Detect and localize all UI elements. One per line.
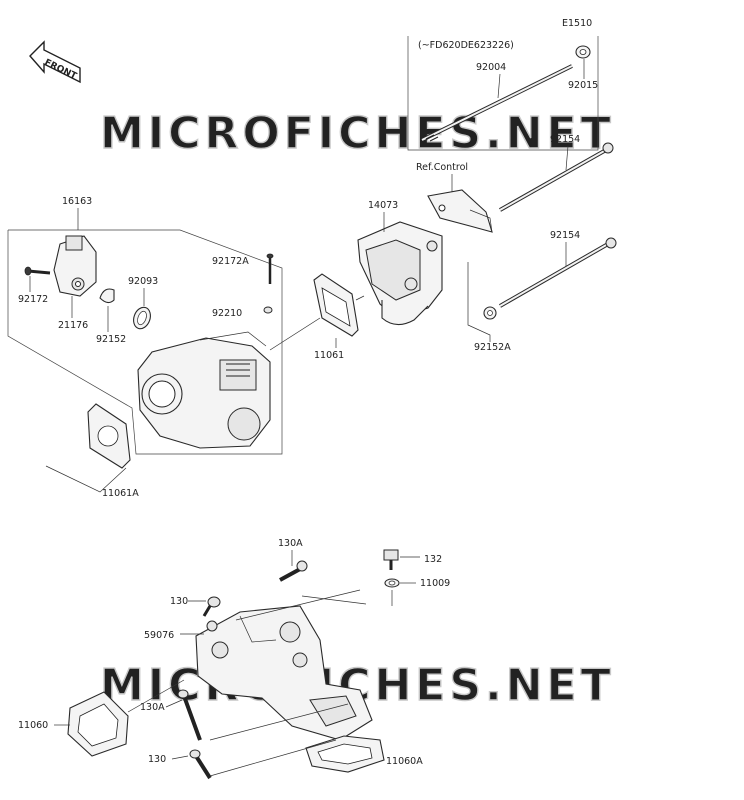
gasket-11061a: [87, 403, 131, 469]
label-132: 132: [424, 554, 442, 565]
clip-92152: [99, 288, 115, 304]
nut-92015: [575, 45, 591, 59]
ref-control-label: Ref.Control: [416, 162, 468, 173]
gasket-11061: [313, 273, 359, 337]
label-92093: 92093: [128, 276, 158, 287]
label-92172a: 92172A: [212, 256, 249, 267]
throttle-body: [137, 331, 271, 449]
serial-note: (~FD620DE623226): [418, 40, 514, 51]
stud-92004: [421, 64, 573, 142]
control-bracket: [427, 189, 493, 233]
label-92154-upper: 92154: [550, 134, 580, 145]
label-130a-bottom: 130A: [140, 702, 165, 713]
label-92210: 92210: [212, 308, 242, 319]
bolt-132: [383, 549, 399, 570]
label-92154-lower: 92154: [550, 230, 580, 241]
bolt-92154-lower: [499, 237, 617, 308]
washer-92210: [263, 306, 273, 314]
label-92152a: 92152A: [474, 342, 511, 353]
label-92015: 92015: [568, 80, 598, 91]
label-11060: 11060: [18, 720, 48, 731]
manifold-59076: [195, 605, 373, 741]
label-11009: 11009: [420, 578, 450, 589]
gasket-11060: [67, 691, 129, 757]
bolt-130-bottom: [189, 749, 212, 780]
oring-92093: [133, 306, 151, 330]
serial-bracket: [407, 36, 599, 151]
label-14073: 14073: [368, 200, 398, 211]
throttle-group-frame: [7, 229, 283, 455]
bolt-130-top: [202, 596, 221, 617]
label-21176: 21176: [58, 320, 88, 331]
bolt-130a-bottom: [177, 689, 202, 741]
gasket-11060a: [305, 735, 385, 773]
bolt-92154-upper: [499, 142, 614, 212]
sensor-21176: [53, 235, 97, 297]
label-92152: 92152: [96, 334, 126, 345]
label-92004: 92004: [476, 62, 506, 73]
label-130a-top: 130A: [278, 538, 303, 549]
washer-11009: [384, 578, 400, 588]
label-92172: 92172: [18, 294, 48, 305]
screw-92172a: [266, 253, 274, 284]
front-arrow-icon: FRONT: [29, 40, 81, 84]
watermark-top: MICROFICHES.NET: [100, 108, 615, 159]
label-11060a: 11060A: [386, 756, 423, 767]
intake-body-14073: [357, 221, 443, 326]
label-16163: 16163: [62, 196, 92, 207]
label-130-bottom: 130: [148, 754, 166, 765]
diagram-code: E1510: [562, 18, 592, 29]
label-59076: 59076: [144, 630, 174, 641]
label-11061: 11061: [314, 350, 344, 361]
bolt-130a-top: [279, 560, 308, 582]
screw-92172: [24, 266, 51, 276]
label-130-top: 130: [170, 596, 188, 607]
label-11061a: 11061A: [102, 488, 139, 499]
washer-92152a: [483, 306, 497, 320]
